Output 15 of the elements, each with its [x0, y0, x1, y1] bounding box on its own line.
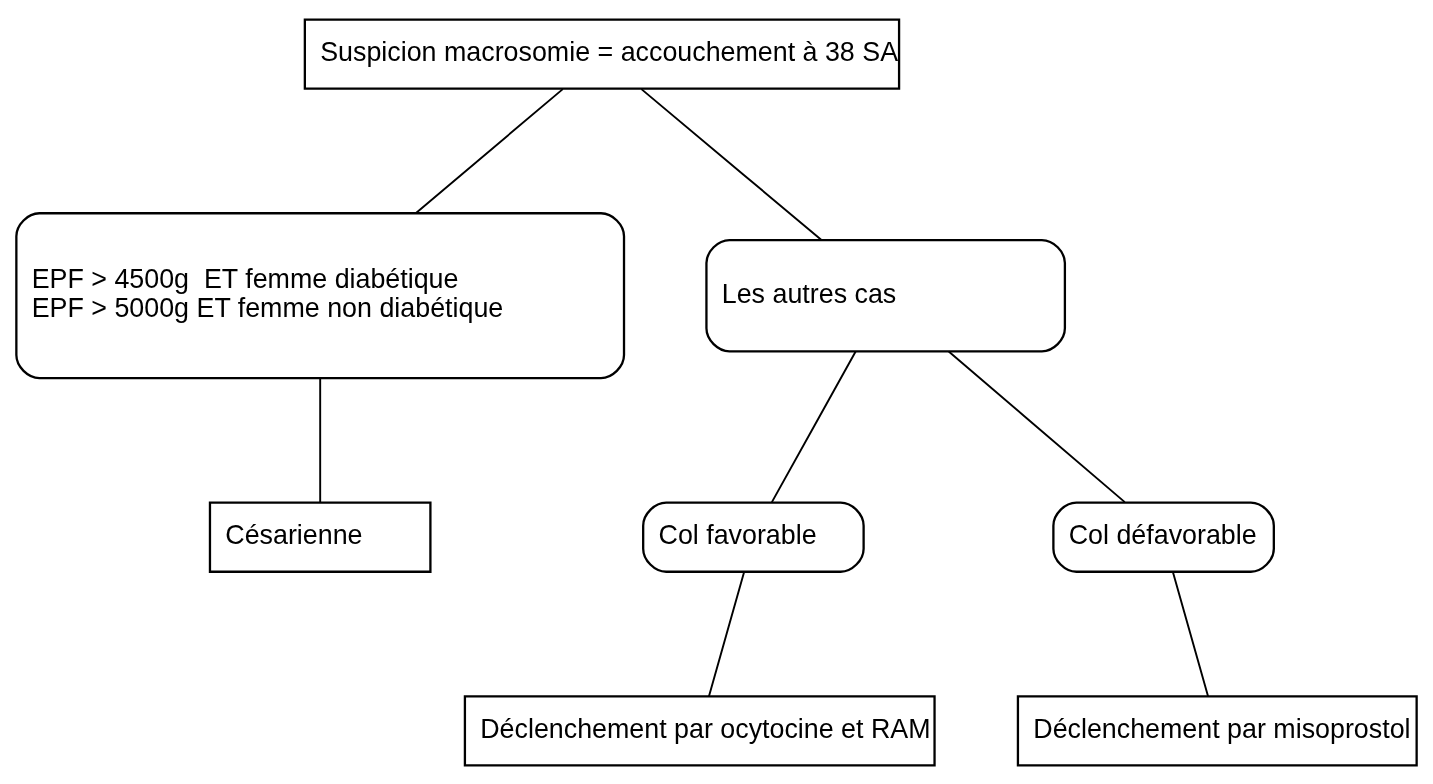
node-box: Col défavorable	[1052, 501, 1275, 573]
connector	[1172, 570, 1209, 697]
connector	[770, 350, 857, 503]
connector	[640, 87, 823, 241]
connector	[947, 350, 1126, 503]
node-box: Suspicion macrosomie = accouchement à 38 SA	[303, 18, 901, 90]
node-box: Déclenchement par misoprostol	[1016, 694, 1418, 766]
node-box: Col favorable	[642, 501, 865, 573]
connector	[415, 87, 564, 214]
node-box: Césarienne	[208, 501, 432, 573]
connector	[708, 570, 745, 697]
node-box: Les autres cas	[705, 238, 1067, 352]
node-box: Déclenchement par ocytocine et RAM	[463, 694, 936, 766]
connector	[319, 377, 322, 503]
node-box: EPF > 4500g ET femme diabétique EPF > 5000g ET femme non diabétique	[15, 211, 626, 379]
